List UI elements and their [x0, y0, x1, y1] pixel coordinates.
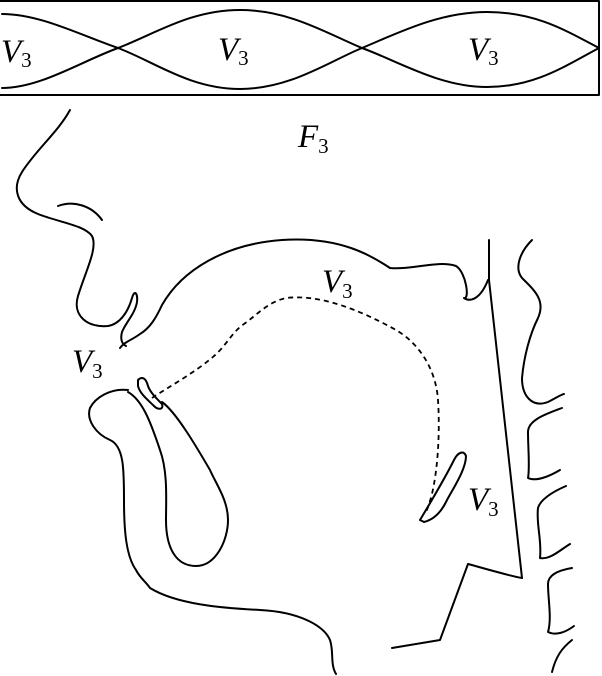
palate-point-label: V3	[322, 264, 353, 303]
wave-curve-lower	[1, 9, 600, 89]
jaw-and-neck-outline	[88, 388, 337, 675]
tube-label-left: V3	[1, 34, 32, 72]
tube-label-middle: V3	[218, 32, 249, 70]
tongue-tip-outline	[127, 391, 229, 567]
larynx-outline	[391, 563, 523, 649]
vertebra-2	[536, 485, 571, 560]
palate-outline	[119, 238, 489, 349]
vocal-tract-outline	[15, 109, 575, 675]
spine-front-outline	[517, 239, 565, 405]
nose-and-upper-lip-outline	[15, 109, 139, 347]
tube-label-right: V3	[468, 32, 499, 70]
wave-curve-upper	[1, 11, 600, 90]
formant-label: F3	[297, 119, 329, 158]
lip-point-label: V3	[72, 344, 103, 383]
tongue-contour-dashed	[151, 296, 440, 513]
pharyngeal-wall	[488, 239, 523, 579]
vertebra-3	[547, 567, 575, 635]
epiglottis-outline	[419, 451, 467, 523]
tube-frame	[0, 0, 600, 96]
vertebra-1	[527, 407, 563, 481]
pharynx-point-label: V3	[468, 482, 499, 521]
nostril-outline	[57, 202, 103, 221]
lower-lip-outline	[137, 377, 164, 410]
standing-wave-tube: V3 V3 V3	[0, 0, 600, 96]
vertebra-4	[551, 639, 573, 673]
